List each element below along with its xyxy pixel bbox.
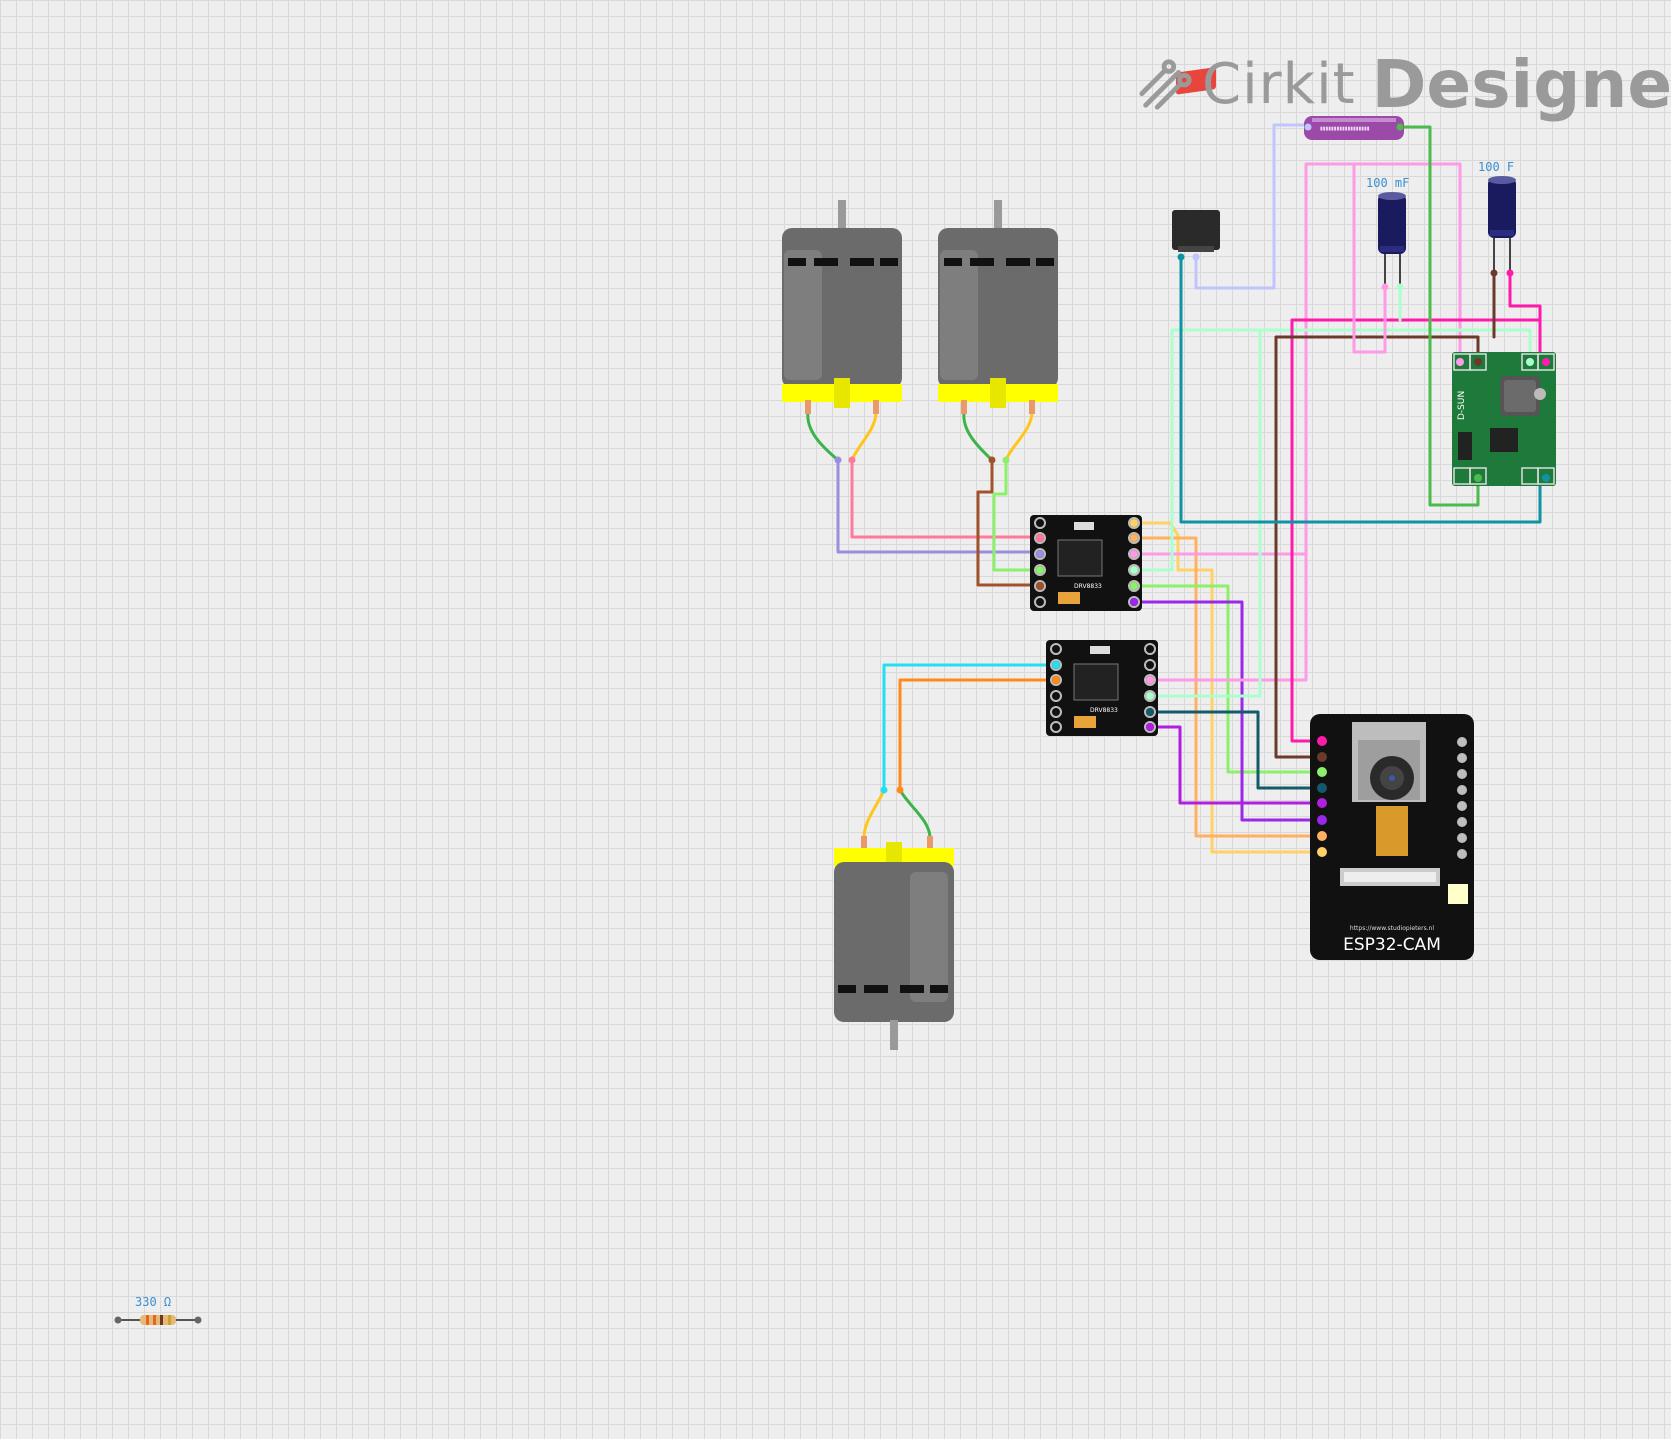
wire-motor3-cyan[interactable] (882, 663, 1058, 792)
wire-drv1-orange[interactable] (1132, 536, 1324, 838)
wire-cap-large-magenta[interactable] (1508, 270, 1542, 322)
wire-battery-green[interactable] (1398, 125, 1480, 507)
wire-battery-lavender[interactable] (1194, 123, 1310, 290)
watermark-product: Designer (1371, 45, 1671, 123)
wire-motor3-orange[interactable] (898, 678, 1058, 792)
wire-drv2-teal[interactable] (1148, 710, 1324, 790)
capacitor-value-label: 100 mF (1366, 176, 1409, 190)
wire-motor1-green[interactable] (806, 410, 840, 462)
wire-drv2-mint[interactable] (1148, 328, 1262, 698)
motor-shaft (838, 200, 846, 230)
driver-chip-label: DRV8833 (1074, 583, 1102, 590)
dc-motor-3[interactable] (834, 836, 954, 1050)
cirkit-logo-icon (1139, 59, 1192, 110)
wire-magenta-power[interactable] (1290, 318, 1542, 743)
driver-chip-label: DRV8833 (1090, 707, 1118, 714)
capacitor-100f[interactable]: 100 F (1478, 160, 1516, 277)
wire-motor1-yellow[interactable] (850, 410, 878, 462)
cirkit-designer-watermark: Cirkit Designer (1136, 44, 1671, 124)
wire-motor3-yellow[interactable] (862, 788, 886, 840)
buck-brand-label: D-SUN (1457, 391, 1467, 420)
resistor-330[interactable]: 330 Ω (114, 1295, 202, 1325)
wire-motor3-green[interactable] (898, 788, 932, 840)
wire-drv1-yellow[interactable] (1132, 521, 1324, 854)
dc-motor-1[interactable] (782, 200, 902, 414)
watermark-brand: Cirkit (1202, 51, 1356, 117)
esp32-cam-board[interactable]: https://www.studiopieters.nl ESP32-CAM (1310, 714, 1474, 960)
svg-text:▮▮▮▮▮▮▮▮▮▮▮▮▮▮▮▮▮▮: ▮▮▮▮▮▮▮▮▮▮▮▮▮▮▮▮▮▮ (1320, 126, 1370, 132)
motor-shaft (994, 200, 1002, 230)
wire-motor1-lavender[interactable] (836, 458, 1042, 554)
esp32-url-label: https://www.studiopieters.nl (1350, 925, 1435, 932)
wire-motor1-pink[interactable] (850, 458, 1042, 539)
motor-driver-bottom[interactable]: DRV8833 (1046, 640, 1158, 736)
capacitor-100mf[interactable]: 100 mF (1366, 176, 1409, 291)
wire-motor2-green[interactable] (962, 410, 994, 462)
wire-brown-gnd[interactable] (1274, 335, 1480, 759)
wire-drv1-mint[interactable] (1132, 328, 1532, 572)
dc-motor-2[interactable] (938, 200, 1058, 414)
wire-motor2-yellow[interactable] (1004, 410, 1034, 462)
wire-switch-teal[interactable] (1179, 255, 1542, 524)
buck-converter[interactable]: D-SUN (1452, 352, 1556, 486)
resistor-value-label: 330 Ω (135, 1295, 171, 1309)
wire-motor2-brown[interactable] (976, 458, 1042, 587)
wire-drv1-pink[interactable] (1132, 162, 1462, 556)
battery-18650[interactable]: ▮▮▮▮▮▮▮▮▮▮▮▮▮▮▮▮▮▮ (1304, 116, 1404, 140)
wire-cap-small-pink[interactable] (1352, 162, 1387, 354)
motor-shaft (890, 1020, 898, 1050)
capacitor-value-label: 100 F (1478, 160, 1514, 174)
wire-junctions (834, 456, 1010, 794)
motor-driver-top[interactable]: DRV8833 (1030, 515, 1142, 611)
rocker-switch[interactable] (1172, 67, 1220, 261)
esp32-name-label: ESP32-CAM (1343, 935, 1441, 955)
wire-drv2-pink[interactable] (1148, 552, 1308, 682)
wires (806, 123, 1542, 854)
wire-drv2-purple[interactable] (1148, 725, 1324, 805)
wire-motor2-lime[interactable] (992, 458, 1042, 572)
